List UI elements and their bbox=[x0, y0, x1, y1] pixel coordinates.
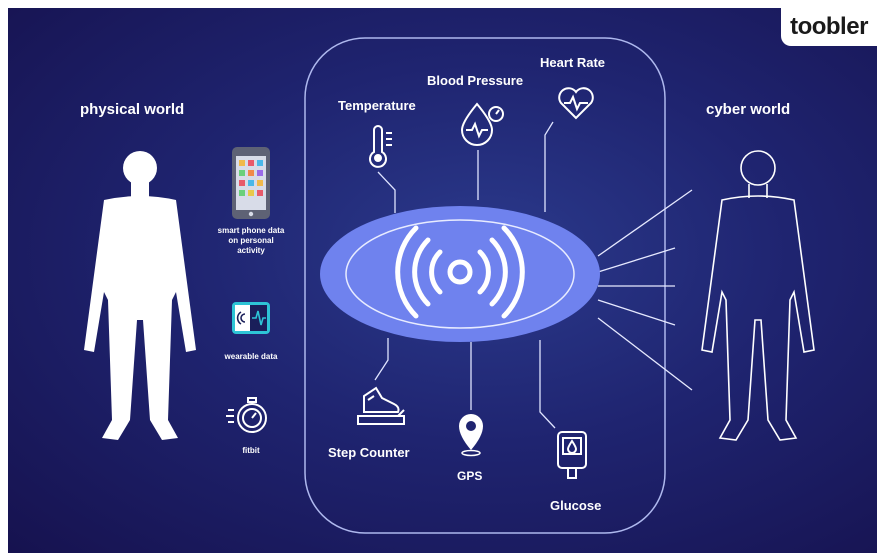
gps-pin-icon bbox=[459, 414, 483, 457]
stopwatch-icon bbox=[226, 397, 267, 433]
physical-body-silhouette bbox=[84, 151, 196, 440]
smartphone-icon bbox=[232, 147, 270, 219]
wearable-icon bbox=[232, 302, 270, 334]
glucose-meter-icon bbox=[557, 431, 587, 479]
glucose-label: Glucose bbox=[550, 498, 602, 513]
shoe-icon bbox=[357, 386, 405, 425]
sensor-connectors bbox=[374, 121, 556, 429]
fitbit-label: fitbit bbox=[242, 446, 260, 455]
step-counter-label: Step Counter bbox=[328, 445, 410, 460]
cyber-rays bbox=[597, 189, 693, 391]
blood-pressure-label: Blood Pressure bbox=[427, 73, 524, 88]
broadcast-icon bbox=[395, 225, 525, 319]
smartphone-label: smart phone data on personal activity bbox=[217, 226, 285, 255]
wearable-label: wearable data bbox=[224, 352, 278, 361]
hub bbox=[320, 206, 600, 342]
heart-rate-label: Heart Rate bbox=[540, 55, 606, 70]
cyber-world-title: cyber world bbox=[706, 101, 791, 118]
gps-label: GPS bbox=[457, 469, 483, 483]
brand-logo: toobler bbox=[781, 8, 877, 46]
cyber-body-outline bbox=[701, 150, 815, 441]
physical-world-title: physical world bbox=[80, 101, 185, 118]
blood-pressure-icon bbox=[460, 102, 504, 146]
temperature-label: Temperature bbox=[338, 98, 416, 113]
heart-icon bbox=[558, 87, 594, 120]
thermometer-icon bbox=[369, 125, 392, 168]
